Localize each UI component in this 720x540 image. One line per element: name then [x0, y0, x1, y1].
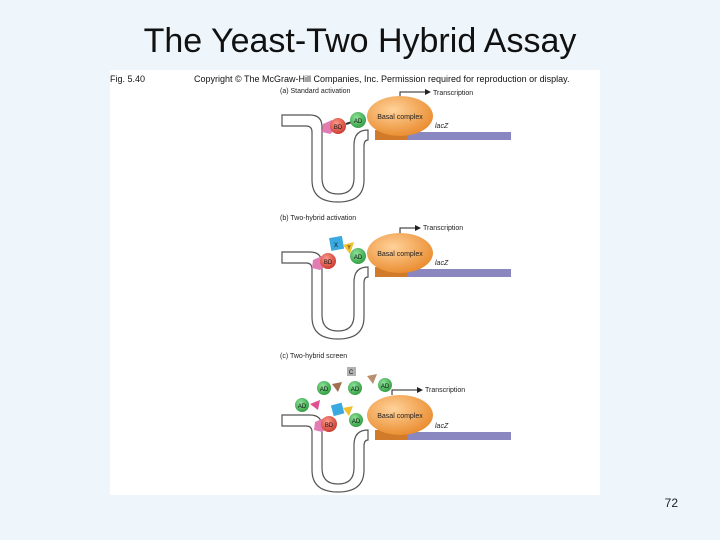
panel-b: Basal complex lacZ Transcription BD X Y … — [281, 225, 511, 340]
lacz-label: lacZ — [435, 260, 449, 267]
transcription-arrow — [391, 387, 423, 395]
copyright-notice: Copyright © The McGraw-Hill Companies, I… — [194, 74, 570, 84]
ad-domain-free — [378, 378, 392, 392]
ad-domain-free — [295, 398, 309, 412]
bd-label: BD — [334, 125, 343, 131]
ad-domain — [350, 112, 366, 128]
lacz-label: lacZ — [435, 123, 449, 130]
y-label: Y — [347, 245, 351, 251]
prey-fusion — [367, 374, 377, 384]
ad-domain-free — [317, 381, 331, 395]
panel-c: Basal complex lacZ Transcription BD AD A… — [281, 367, 511, 493]
bd-domain — [320, 253, 336, 269]
y-protein — [343, 242, 354, 254]
bd-label: BD — [324, 260, 333, 266]
basal-complex-label: Basal complex — [377, 251, 423, 258]
basal-complex-label: Basal complex — [377, 114, 423, 121]
ad-label: AD — [351, 387, 360, 393]
ad-label: AD — [298, 404, 307, 410]
ad-label: AD — [352, 419, 361, 425]
ad-label: AD — [354, 255, 363, 261]
figure-label: Fig. 5.40 — [110, 74, 146, 84]
ad-label: AD — [354, 119, 363, 125]
ad-label: AD — [381, 384, 390, 390]
page-number: 72 — [664, 496, 678, 510]
transcription-label: Transcription — [423, 225, 463, 232]
bd-label: BD — [325, 423, 334, 429]
lacz-label: lacZ — [435, 423, 449, 430]
slide-title: The Yeast-Two Hybrid Assay — [143, 22, 577, 60]
bait-protein — [330, 402, 345, 417]
bd-domain — [330, 118, 346, 134]
panel-a-label: (a) Standard activation — [280, 88, 351, 95]
ad-domain — [350, 248, 366, 264]
prey-fusion — [332, 382, 342, 392]
dna-loop — [281, 414, 369, 493]
transcription-label: Transcription — [433, 90, 473, 97]
promoter-box — [375, 430, 407, 440]
c-protein — [347, 367, 356, 376]
basal-complex-label: Basal complex — [377, 413, 423, 420]
ad-domain-free — [348, 381, 362, 395]
transcription-arrow — [399, 89, 431, 96]
lacz-gene-bar — [407, 269, 511, 277]
x-protein — [329, 235, 345, 251]
basal-complex — [367, 96, 433, 136]
panel-c-label: (c) Two-hybrid screen — [280, 353, 348, 360]
transcription-arrow — [399, 225, 421, 233]
basal-complex — [367, 395, 433, 435]
prey-fusion — [310, 400, 320, 410]
yeast-two-hybrid-figure: Fig. 5.40 Copyright © The McGraw-Hill Co… — [110, 70, 600, 495]
dna-loop — [281, 114, 369, 203]
panel-a: Basal complex lacZ Transcription BD AD — [281, 89, 511, 203]
lacz-gene-bar — [407, 132, 511, 140]
c-label: C — [349, 370, 354, 376]
prey-protein — [343, 406, 353, 416]
dna-loop — [281, 251, 369, 340]
basal-complex — [367, 233, 433, 273]
bd-domain — [321, 416, 337, 432]
diagram-svg: Basal complex lacZ Transcription BD AD B… — [281, 89, 511, 493]
lacz-gene-bar — [407, 432, 511, 440]
panel-b-label: (b) Two-hybrid activation — [280, 215, 357, 222]
ad-label: AD — [320, 387, 329, 393]
x-label: X — [334, 243, 338, 249]
ad-domain-bound — [349, 413, 363, 427]
transcription-label: Transcription — [425, 387, 465, 394]
